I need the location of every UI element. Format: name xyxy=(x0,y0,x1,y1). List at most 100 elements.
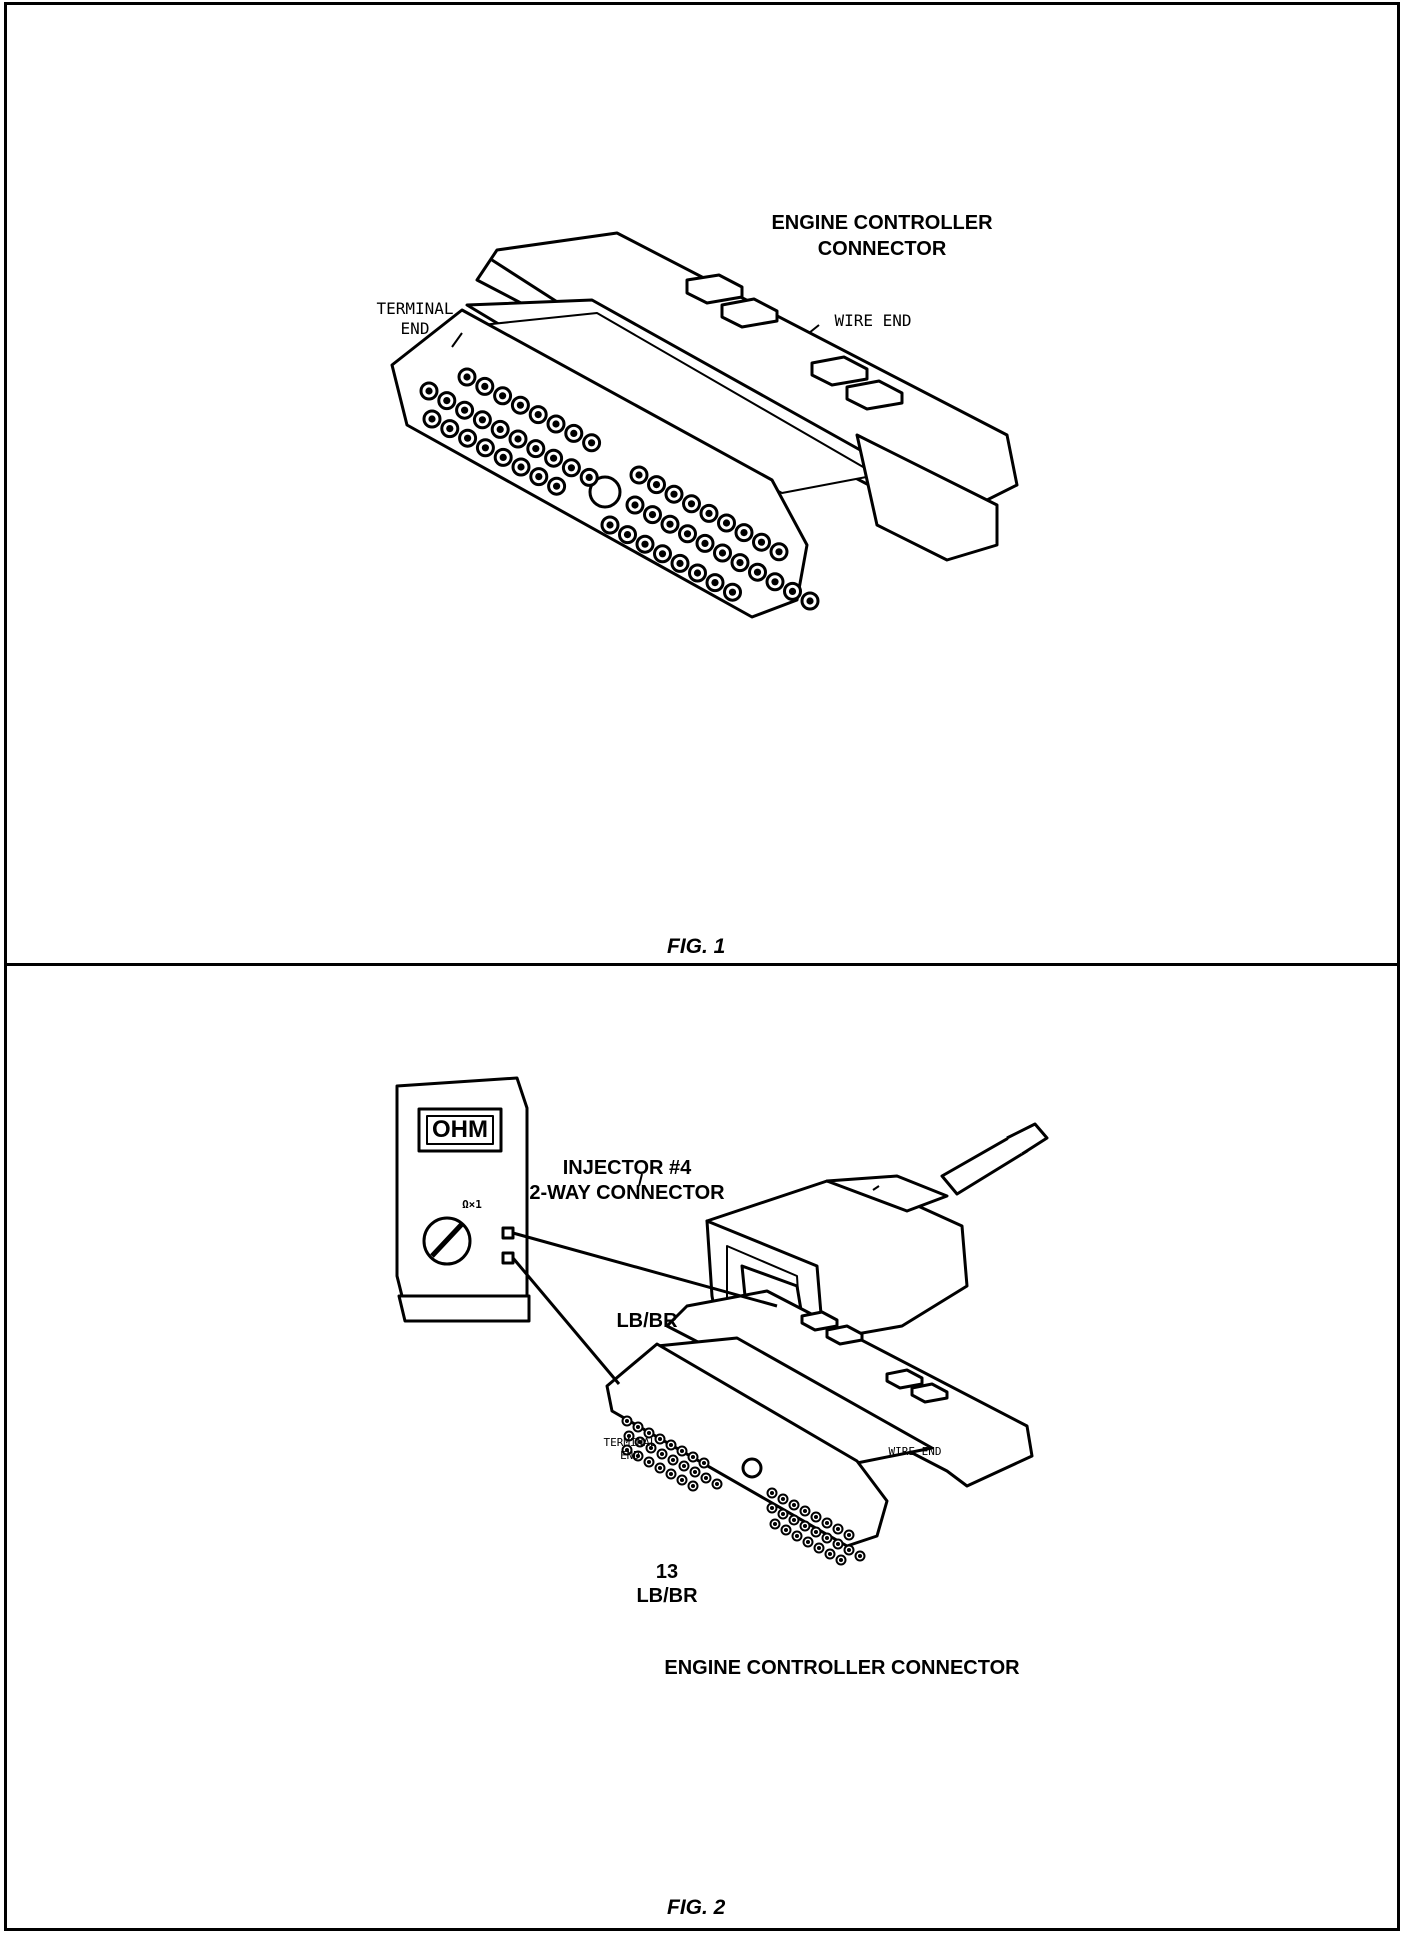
ohmmeter-display: OHM xyxy=(432,1116,488,1143)
connector-pin-socket xyxy=(788,587,797,596)
injector-label-line2: 2-WAY CONNECTOR xyxy=(529,1182,725,1204)
connector-pin-socket xyxy=(514,435,522,443)
connector-pin-socket xyxy=(635,471,643,479)
controller-connector-label: ENGINE CONTROLLER CONNECTOR xyxy=(664,1657,1020,1679)
connector-pin-socket xyxy=(481,444,489,452)
connector-pin-socket xyxy=(646,1430,652,1436)
connector-pin-socket xyxy=(838,1557,844,1563)
connector-pin-socket xyxy=(499,453,507,461)
connector-pin-socket xyxy=(835,1526,841,1532)
connector-pin-socket xyxy=(535,473,543,481)
connector-pin-socket xyxy=(690,1454,696,1460)
connector-pin-socket xyxy=(637,1439,643,1445)
connector-pin-socket xyxy=(703,1475,709,1481)
connector-pin-socket xyxy=(683,530,692,538)
connector-pin-socket xyxy=(802,1508,808,1514)
connector-pin-socket xyxy=(753,568,762,576)
connector-pin-socket xyxy=(428,415,436,423)
connector-pin-socket xyxy=(679,1477,685,1483)
connector-pin-socket xyxy=(835,1541,841,1547)
connector-pin-socket xyxy=(722,519,731,527)
figure-2-panel: INJECTOR #4 2-WAY CONNECTOR LB/BR OHM Ω×… xyxy=(4,963,1400,1931)
connector-pin-socket xyxy=(567,464,576,472)
connector-pin-socket xyxy=(846,1532,852,1538)
connector-pin-socket xyxy=(668,1471,674,1477)
connector-pin-socket xyxy=(687,500,696,508)
connector-pin-socket xyxy=(646,1459,652,1465)
connector-pin-socket xyxy=(606,521,614,529)
ohmmeter-range-label: Ω×1 xyxy=(462,1198,482,1211)
connector-pin-socket xyxy=(806,597,814,605)
connector-pin-socket xyxy=(585,473,593,481)
connector-pin-socket xyxy=(740,529,748,537)
fig1-title-line2: CONNECTOR xyxy=(817,238,947,260)
connector-pin-socket xyxy=(794,1533,800,1539)
connector-pin-socket xyxy=(657,1436,663,1442)
connector-pin-socket xyxy=(676,559,684,568)
connector-pin-socket xyxy=(711,579,719,587)
connector-pin-socket xyxy=(714,1481,720,1487)
connector-pin-socket xyxy=(481,382,489,390)
pin-wire-color: LB/BR xyxy=(636,1585,698,1607)
connector-pin-socket xyxy=(772,1521,778,1527)
connector-pin-socket xyxy=(464,434,472,442)
figure-1-panel: ENGINE CONTROLLER CONNECTOR TERMINAL END… xyxy=(4,2,1400,966)
connector-pin-socket xyxy=(635,1424,641,1430)
connector-pin-socket xyxy=(728,588,737,596)
connector-pin-socket xyxy=(670,490,678,498)
connector-pin-socket xyxy=(736,559,744,567)
connector-pin-socket xyxy=(658,550,667,558)
connector-pin-socket xyxy=(652,481,661,489)
connector-pin-socket xyxy=(805,1539,811,1545)
small-connector-pin-array xyxy=(621,1415,866,1566)
connector-pin-socket xyxy=(641,540,649,548)
connector-pin-socket xyxy=(552,420,560,428)
pin-number-label: 13 xyxy=(655,1561,679,1583)
connector-pin-socket xyxy=(463,373,471,381)
connector-pin-socket xyxy=(681,1463,687,1469)
connector-pin-socket xyxy=(791,1517,797,1523)
connector-pin-socket xyxy=(769,1490,775,1496)
connector-pin-socket xyxy=(771,578,779,586)
connector-pin-socket xyxy=(516,401,524,409)
connector-pin-socket xyxy=(635,1453,641,1459)
figure-1-caption: FIG. 1 xyxy=(667,935,726,958)
fig1-terminal-end-line2: END xyxy=(400,319,430,338)
connector-pin-socket xyxy=(624,1418,630,1424)
connector-pin-socket xyxy=(783,1527,789,1533)
connector-pin-socket xyxy=(813,1514,819,1520)
engine-controller-connector-drawing xyxy=(390,231,1019,619)
connector-pin-socket xyxy=(443,397,451,405)
connector-pin-socket xyxy=(693,569,702,577)
connector-pin-socket xyxy=(692,1469,698,1475)
connector-pin-socket xyxy=(657,1465,663,1471)
connector-pin-socket xyxy=(827,1551,833,1557)
fig2-terminal-end-line2: END xyxy=(620,1449,640,1462)
connector-pin-socket xyxy=(701,1460,707,1466)
connector-pin-socket xyxy=(824,1520,830,1526)
connector-pin-socket xyxy=(499,392,507,400)
connector-pin-socket xyxy=(550,454,558,462)
connector-pin-socket xyxy=(813,1529,819,1535)
connector-pin-socket xyxy=(802,1523,808,1529)
injector-label-line1: INJECTOR #4 xyxy=(562,1157,692,1179)
connector-pin-socket xyxy=(659,1451,665,1457)
connector-pin-socket xyxy=(775,548,783,556)
fig2-terminal-end-line1: TERMINAL xyxy=(603,1436,657,1449)
fig2-wire-end-label: WIRE END xyxy=(888,1445,942,1458)
connector-pin-socket xyxy=(446,425,454,433)
connector-pin-socket xyxy=(626,1433,632,1439)
connector-pin-socket xyxy=(425,387,433,395)
connector-pin-array xyxy=(419,367,820,611)
injector-test-drawing xyxy=(395,1076,1049,1566)
connector-pin-socket xyxy=(534,411,542,419)
connector-pin-socket xyxy=(553,482,561,490)
connector-pin-socket xyxy=(670,1457,676,1463)
connector-pin-socket xyxy=(705,509,713,517)
connector-pin-socket xyxy=(846,1547,852,1553)
connector-pin-socket xyxy=(857,1553,863,1559)
connector-pin-socket xyxy=(570,429,578,437)
connector-pin-socket xyxy=(718,549,727,557)
fig1-title-line1: ENGINE CONTROLLER xyxy=(771,212,993,234)
injector-wire-color: LB/BR xyxy=(616,1310,678,1332)
